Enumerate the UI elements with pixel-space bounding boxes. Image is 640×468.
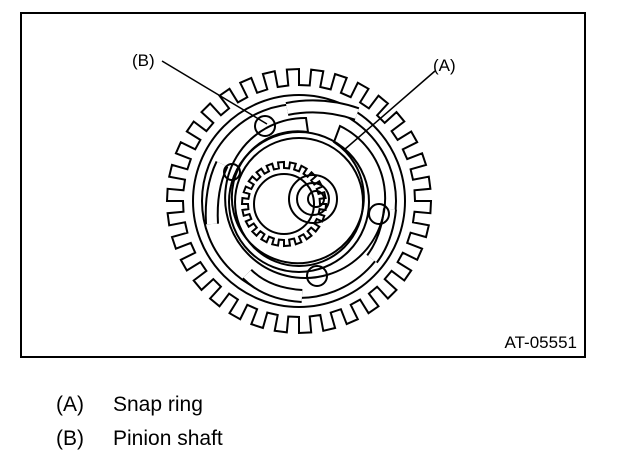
callout-b-label: (B) [132, 51, 155, 70]
pinion-shaft-bottom [306, 265, 328, 287]
leader-line-b [161, 60, 268, 125]
legend-key: (A) [56, 393, 84, 416]
planet-gear-body [253, 173, 315, 235]
legend-label: Pinion shaft [113, 427, 223, 450]
gear-assembly-illustration [161, 60, 436, 335]
legend-row: (A) Snap ring [56, 394, 203, 415]
sun-gear-mid [296, 182, 330, 216]
pinion-shaft-left [223, 163, 241, 181]
figure-code: AT-05551 [504, 333, 577, 352]
sun-gear-bore [307, 190, 325, 208]
pinion-shaft-top [254, 115, 276, 137]
callout-a-label: (A) [433, 56, 456, 75]
sun-gear-outer [288, 174, 338, 224]
pinion-shaft-right [368, 203, 390, 225]
snap-ring [224, 116, 387, 279]
legend-key: (B) [56, 427, 84, 450]
outer-gear-teeth [165, 67, 433, 335]
outer-gear-inner-edge [192, 94, 406, 308]
figure-frame: (B) (A) AT-05551 [20, 12, 586, 358]
legend-row: (B) Pinion shaft [56, 428, 223, 449]
legend-label: Snap ring [113, 393, 203, 416]
outer-gear-ring [165, 67, 433, 335]
planet-gear-teeth [240, 160, 328, 248]
planet-gear [240, 160, 328, 248]
leader-line-a [343, 70, 436, 151]
